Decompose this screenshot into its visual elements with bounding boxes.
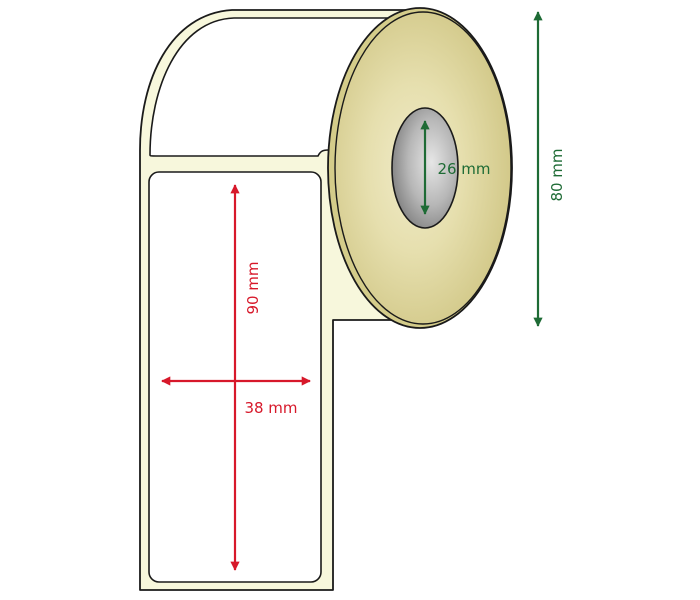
core-diameter-text: 26 mm: [437, 160, 490, 178]
roll-diameter-text: 80 mm: [548, 148, 566, 201]
label-height-text: 90 mm: [244, 261, 262, 314]
label-width-text: 38 mm: [244, 399, 297, 417]
